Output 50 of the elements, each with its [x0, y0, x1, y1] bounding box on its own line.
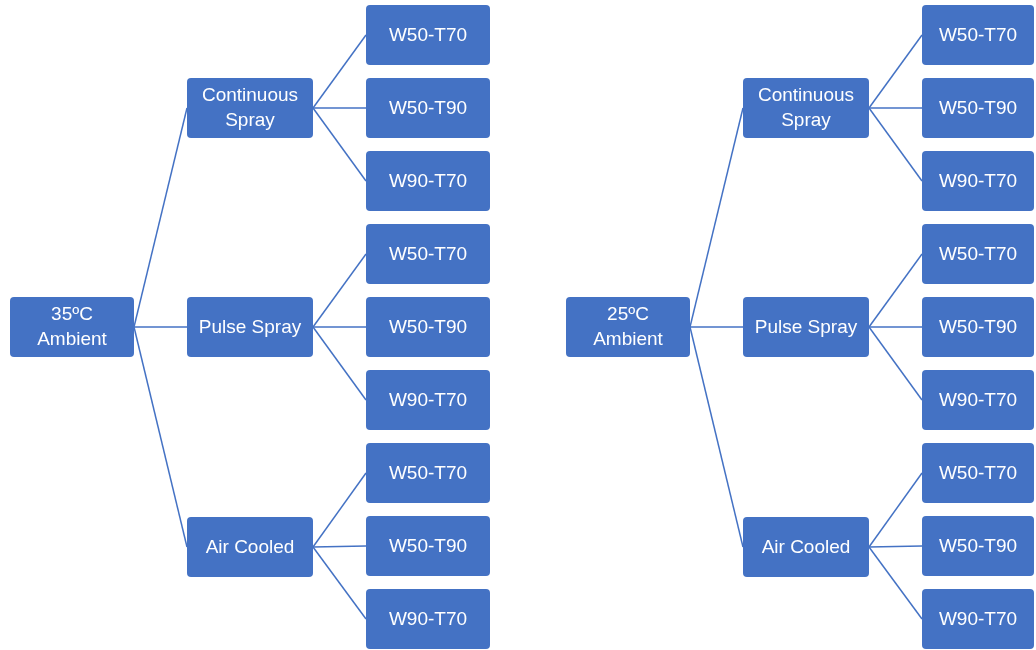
- connector-line: [312, 253, 367, 328]
- connector-line: [312, 326, 367, 328]
- condition-box: W50-T70: [366, 5, 490, 65]
- connector-line: [868, 546, 923, 620]
- connector-line: [868, 253, 923, 328]
- connector-line: [868, 472, 923, 548]
- connector-line: [312, 546, 367, 620]
- connector-line: [689, 326, 744, 328]
- condition-box: W50-T90: [366, 516, 490, 576]
- cooling-mode-box: Air Cooled: [743, 517, 869, 577]
- connector-line: [312, 545, 367, 548]
- condition-box: W50-T90: [366, 297, 490, 357]
- cooling-mode-box: Continuous Spray: [743, 78, 869, 138]
- connector-line: [868, 34, 923, 109]
- condition-box: W90-T70: [366, 151, 490, 211]
- connector-line: [312, 107, 367, 182]
- connector-line: [133, 326, 188, 328]
- connector-line: [868, 326, 923, 328]
- condition-box: W50-T90: [366, 78, 490, 138]
- condition-box: W50-T70: [922, 224, 1034, 284]
- connector-line: [868, 107, 923, 182]
- condition-box: W50-T70: [922, 5, 1034, 65]
- condition-box: W90-T70: [922, 589, 1034, 649]
- cooling-mode-box: Pulse Spray: [187, 297, 313, 357]
- condition-box: W50-T90: [922, 297, 1034, 357]
- condition-box: W90-T70: [366, 589, 490, 649]
- ambient-box: 35ºC Ambient: [10, 297, 134, 357]
- condition-box: W50-T70: [366, 443, 490, 503]
- connector-line: [689, 107, 744, 328]
- connector-line: [133, 107, 188, 328]
- cooling-mode-box: Continuous Spray: [187, 78, 313, 138]
- connector-line: [312, 472, 367, 548]
- cooling-mode-box: Pulse Spray: [743, 297, 869, 357]
- cooling-mode-box: Air Cooled: [187, 517, 313, 577]
- connector-line: [312, 34, 367, 109]
- condition-box: W90-T70: [922, 370, 1034, 430]
- condition-box: W50-T70: [922, 443, 1034, 503]
- condition-box: W90-T70: [366, 370, 490, 430]
- connector-line: [312, 326, 367, 401]
- condition-box: W50-T90: [922, 78, 1034, 138]
- connector-line: [868, 545, 923, 548]
- condition-box: W50-T70: [366, 224, 490, 284]
- connector-line: [689, 326, 744, 548]
- connector-line: [868, 107, 923, 109]
- connector-line: [133, 326, 188, 548]
- condition-box: W90-T70: [922, 151, 1034, 211]
- connector-line: [312, 107, 367, 109]
- connector-line: [868, 326, 923, 401]
- condition-box: W50-T90: [922, 516, 1034, 576]
- ambient-box: 25ºC Ambient: [566, 297, 690, 357]
